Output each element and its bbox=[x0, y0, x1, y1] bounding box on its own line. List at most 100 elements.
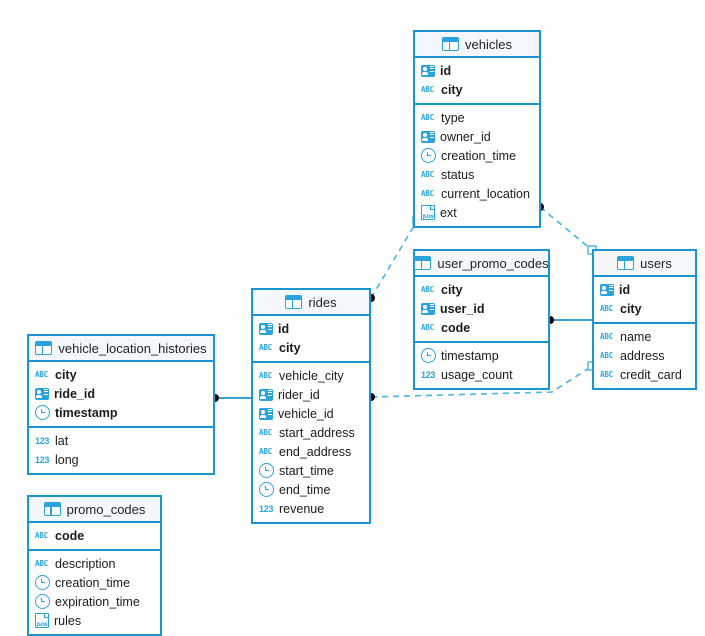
relationship-vehicles-users[interactable] bbox=[536, 203, 597, 255]
field-label: owner_id bbox=[440, 129, 491, 144]
timestamp-type-icon bbox=[259, 482, 274, 497]
field-label: city bbox=[620, 301, 642, 316]
field-label: user_id bbox=[440, 301, 485, 316]
entity-name: user_promo_codes bbox=[437, 255, 549, 271]
entity-header-user_promo_codes[interactable]: user_promo_codes bbox=[414, 251, 549, 277]
timestamp-type-icon bbox=[259, 463, 274, 478]
field-label: rules bbox=[54, 613, 82, 628]
primary-key-field-user_id[interactable]: user_id bbox=[415, 299, 548, 318]
primary-key-field-city[interactable]: ABC city bbox=[594, 299, 695, 318]
entity-header-users[interactable]: users bbox=[594, 251, 695, 277]
relationship-user_promo_codes-users[interactable] bbox=[546, 316, 592, 324]
field-start_time[interactable]: start_time bbox=[253, 461, 369, 480]
primary-key-field-ride_id[interactable]: ride_id bbox=[29, 384, 213, 403]
text-type-icon: ABC bbox=[259, 342, 272, 352]
field-label: id bbox=[440, 63, 452, 78]
id-type-icon bbox=[421, 64, 435, 77]
field-label: end_address bbox=[279, 444, 352, 459]
field-label: id bbox=[619, 282, 631, 297]
text-type-icon: ABC bbox=[259, 446, 272, 456]
text-type-icon: ABC bbox=[421, 169, 434, 179]
entity-header-vehicle_location_histories[interactable]: vehicle_location_histories bbox=[29, 336, 213, 362]
field-label: credit_card bbox=[620, 367, 682, 382]
entity-name: vehicles bbox=[465, 36, 512, 52]
entity-header-vehicles[interactable]: vehicles bbox=[415, 32, 539, 58]
field-label: creation_time bbox=[441, 148, 517, 163]
field-end_address[interactable]: ABC end_address bbox=[253, 442, 369, 461]
number-type-icon: 123 bbox=[35, 435, 50, 446]
field-label: ride_id bbox=[54, 386, 95, 401]
field-vehicle_id[interactable]: vehicle_id bbox=[253, 404, 369, 423]
text-type-icon: ABC bbox=[600, 303, 613, 313]
field-rider_id[interactable]: rider_id bbox=[253, 385, 369, 404]
field-rules[interactable]: rules bbox=[29, 611, 160, 630]
field-creation_time[interactable]: creation_time bbox=[415, 146, 539, 165]
table-icon bbox=[35, 341, 53, 355]
entity-name: vehicle_location_histories bbox=[58, 340, 207, 356]
field-label: city bbox=[441, 82, 463, 97]
table-icon bbox=[285, 295, 303, 309]
field-label: code bbox=[55, 528, 85, 543]
field-creation_time[interactable]: creation_time bbox=[29, 573, 160, 592]
entity-name: rides bbox=[308, 294, 337, 310]
field-label: long bbox=[55, 452, 79, 467]
entity-header-promo_codes[interactable]: promo_codes bbox=[29, 497, 160, 523]
field-label: lat bbox=[55, 433, 69, 448]
relationship-vehicle_location_histories-rides[interactable] bbox=[211, 394, 251, 402]
table-icon bbox=[43, 502, 61, 516]
id-type-icon bbox=[421, 302, 435, 315]
text-type-icon: ABC bbox=[600, 350, 613, 360]
field-ext[interactable]: ext bbox=[415, 203, 539, 222]
entity-header-rides[interactable]: rides bbox=[253, 290, 369, 316]
field-timestamp[interactable]: timestamp bbox=[415, 346, 548, 365]
primary-key-field-id[interactable]: id bbox=[253, 319, 369, 338]
field-label: city bbox=[55, 367, 77, 382]
primary-key-field-id[interactable]: id bbox=[415, 61, 539, 80]
primary-key-field-timestamp[interactable]: timestamp bbox=[29, 403, 213, 422]
table-icon bbox=[617, 256, 635, 270]
primary-key-field-id[interactable]: id bbox=[594, 280, 695, 299]
field-label: code bbox=[441, 320, 471, 335]
timestamp-type-icon bbox=[35, 575, 50, 590]
field-label: start_address bbox=[279, 425, 355, 440]
field-lat[interactable]: 123 lat bbox=[29, 431, 213, 450]
field-expiration_time[interactable]: expiration_time bbox=[29, 592, 160, 611]
field-label: timestamp bbox=[441, 348, 499, 363]
field-end_time[interactable]: end_time bbox=[253, 480, 369, 499]
field-owner_id[interactable]: owner_id bbox=[415, 127, 539, 146]
timestamp-type-icon bbox=[421, 348, 436, 363]
text-type-icon: ABC bbox=[421, 284, 434, 294]
entity-name: promo_codes bbox=[66, 501, 146, 517]
